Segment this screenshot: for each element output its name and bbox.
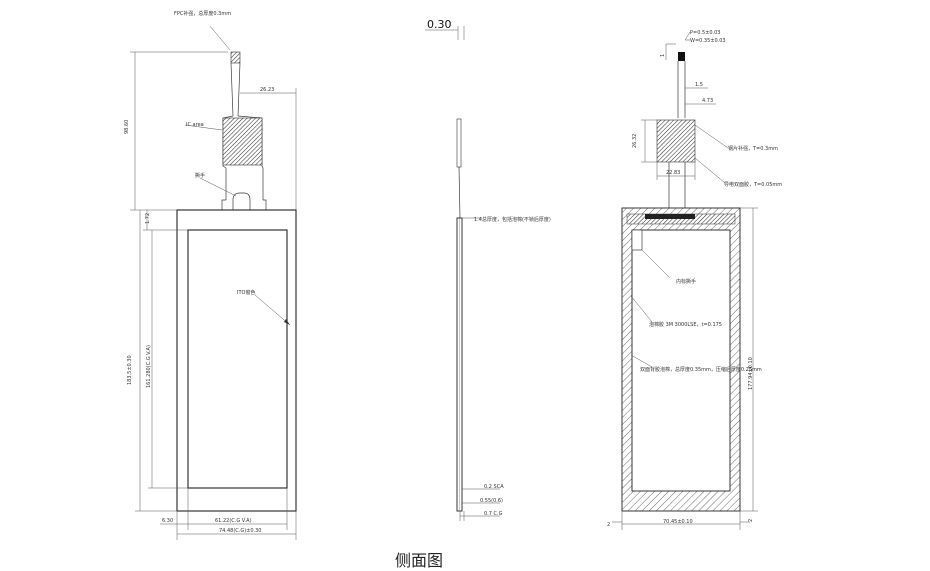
foam-note: 双面背胶泡棉，总厚度0.35mm，压缩后厚度0.25mm — [640, 366, 762, 373]
outer-width: 74.48(C.G)±0.30 — [219, 528, 262, 534]
outer-height: 183.5±0.30 — [127, 355, 133, 385]
top-offset: 1.72 — [145, 213, 151, 224]
tape-note: 泡棉胶 3M 3000LSE，t=0.175 — [649, 321, 722, 328]
right-height: 177.94±0.10 — [748, 357, 754, 390]
window-label: ITO窗色 — [237, 289, 255, 296]
tab-label: 撕手 — [195, 172, 205, 179]
left-panel-aa — [187, 229, 288, 489]
fpc-note-1: FPC补强，总厚度0.3mm — [174, 10, 231, 17]
dim-c: 0.7 C.G — [484, 511, 503, 517]
fpc-stiffener-top — [230, 51, 241, 64]
tab-outline — [232, 192, 251, 210]
aa-width: 61.22(C.G V.A) — [215, 518, 252, 524]
middle-view: 0.30 1.4总厚度，包括泡棉(不锁后厚度) 0.2 SCA 0.55(0.6… — [425, 18, 551, 521]
right-view: P=0.5±0.03 W=0.35±0.03 1 1.5 4.73 26.32 … — [607, 30, 782, 530]
thickness-top: 0.30 — [427, 18, 452, 31]
ic-area-label: IC area — [186, 122, 204, 128]
fpc-width: 26.23 — [260, 87, 274, 93]
right-width: 70.45±0.10 — [663, 519, 693, 525]
dim-a: 0.2 SCA — [484, 484, 504, 490]
dim-b: 0.55(0.6) — [480, 498, 503, 504]
dim-15: 1.5 — [695, 82, 703, 88]
dim-1: 1 — [660, 54, 666, 57]
total-height: 98.60 — [124, 120, 130, 134]
cond-note: 导电双面胶，T=0.05mm — [724, 181, 782, 188]
tol-p: P=0.5±0.03 — [690, 30, 720, 36]
caption: 侧面图 — [395, 551, 443, 570]
dim-473: 4.73 — [702, 98, 713, 104]
left-margin: 6.30 — [162, 518, 173, 524]
right-panel-inner — [631, 229, 731, 492]
dim-2-right: 2 — [748, 519, 754, 522]
tol-w: W=0.35±0.03 — [690, 38, 726, 44]
steel-note: 钢片补强，T=0.3mm — [728, 145, 778, 152]
inner-tab-note: 内标撕手 — [676, 278, 696, 285]
stack-note: 1.4总厚度，包括泡棉(不锁后厚度) — [474, 216, 551, 223]
stiff-width: 22.83 — [666, 170, 680, 176]
dim-2-left: 2 — [607, 522, 610, 528]
left-panel-outer — [176, 209, 297, 512]
left-view: FPC补强，总厚度0.3mm 26.23 98.60 IC area 撕手 1.… — [124, 10, 297, 540]
aa-height: 161.280(C.G V.A) — [146, 345, 152, 388]
stiff-height: 26.32 — [632, 134, 638, 148]
ic-area — [222, 117, 263, 166]
steel-stiffener — [656, 119, 696, 163]
